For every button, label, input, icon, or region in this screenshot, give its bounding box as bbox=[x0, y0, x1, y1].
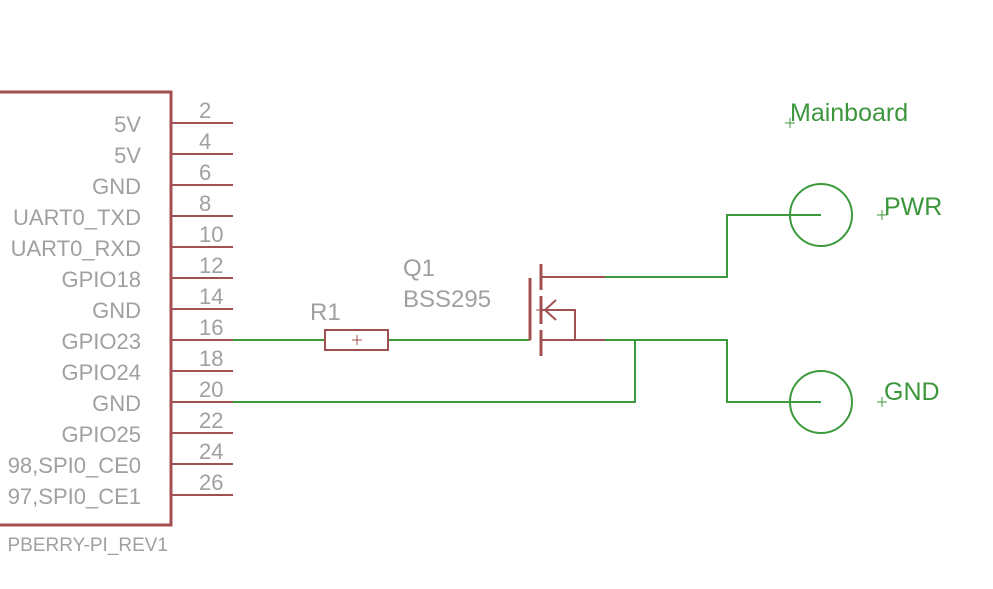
header-pin-number: 22 bbox=[199, 408, 223, 433]
header-pin-number: 18 bbox=[199, 346, 223, 371]
resistor-name-label: R1 bbox=[310, 299, 341, 326]
header-pin-name: GPIO24 bbox=[62, 360, 141, 385]
header-pin-name: GND bbox=[92, 391, 141, 416]
header-pin-name: GND bbox=[92, 298, 141, 323]
mainboard-title: Mainboard bbox=[790, 99, 908, 127]
header-pin-name: GND bbox=[92, 174, 141, 199]
header-pin-name: 5V bbox=[114, 112, 141, 137]
raspberry-pi-header[interactable]: 5V5VGNDUART0_TXDUART0_RXDGPIO18GNDGPIO23… bbox=[0, 90, 233, 556]
header-pin-number: 20 bbox=[199, 377, 223, 402]
header-pin-name: GPIO23 bbox=[62, 329, 141, 354]
gnd-label: GND bbox=[884, 378, 940, 406]
header-pin-name: UART0_RXD bbox=[11, 236, 141, 261]
header-pin-number: 14 bbox=[199, 284, 223, 309]
header-pin-number: 12 bbox=[199, 253, 223, 278]
resistor-body bbox=[324, 329, 389, 351]
gnd-connector[interactable]: GND bbox=[789, 370, 940, 434]
header-pin-number: 8 bbox=[199, 191, 211, 216]
header-pin-name: UART0_TXD bbox=[13, 205, 141, 230]
mosfet-q1[interactable]: Q1 BSS295 bbox=[403, 255, 605, 356]
net-gnd[interactable] bbox=[233, 340, 636, 403]
header-pin-number: 4 bbox=[199, 129, 211, 154]
nets bbox=[233, 214, 790, 403]
pwr-connector[interactable]: PWR bbox=[789, 183, 942, 247]
header-pin-number: 6 bbox=[199, 160, 211, 185]
header-pin-number: 2 bbox=[199, 98, 211, 123]
header-pin-number: 16 bbox=[199, 315, 223, 340]
header-pin-name: GPIO18 bbox=[62, 267, 141, 292]
header-pin-name: 5V bbox=[114, 143, 141, 168]
mainboard-connectors[interactable]: Mainboard PWR GND bbox=[785, 99, 942, 434]
mosfet-body-diode bbox=[541, 309, 576, 340]
header-pin-names: 5V5VGNDUART0_TXDUART0_RXDGPIO18GNDGPIO23… bbox=[8, 112, 142, 509]
header-pin-name: 98,SPI0_CE0 bbox=[8, 453, 141, 478]
header-pin-name: GPIO25 bbox=[62, 422, 141, 447]
header-pin-name: 97,SPI0_CE1 bbox=[8, 484, 141, 509]
net-drain-to-pwr-connector[interactable] bbox=[605, 214, 790, 278]
header-pin-number: 26 bbox=[199, 470, 223, 495]
net-source-to-gnd-connector[interactable] bbox=[575, 339, 790, 403]
header-pin-number: 10 bbox=[199, 222, 223, 247]
header-pins bbox=[171, 122, 233, 496]
mosfet-value-label: BSS295 bbox=[403, 286, 491, 313]
header-pin-number: 24 bbox=[199, 439, 223, 464]
mosfet-name-label: Q1 bbox=[403, 255, 435, 282]
resistor-r1[interactable]: R1 bbox=[310, 299, 389, 351]
pwr-label: PWR bbox=[884, 193, 942, 221]
header-value-label: PBERRY-PI_REV1 bbox=[7, 535, 168, 556]
